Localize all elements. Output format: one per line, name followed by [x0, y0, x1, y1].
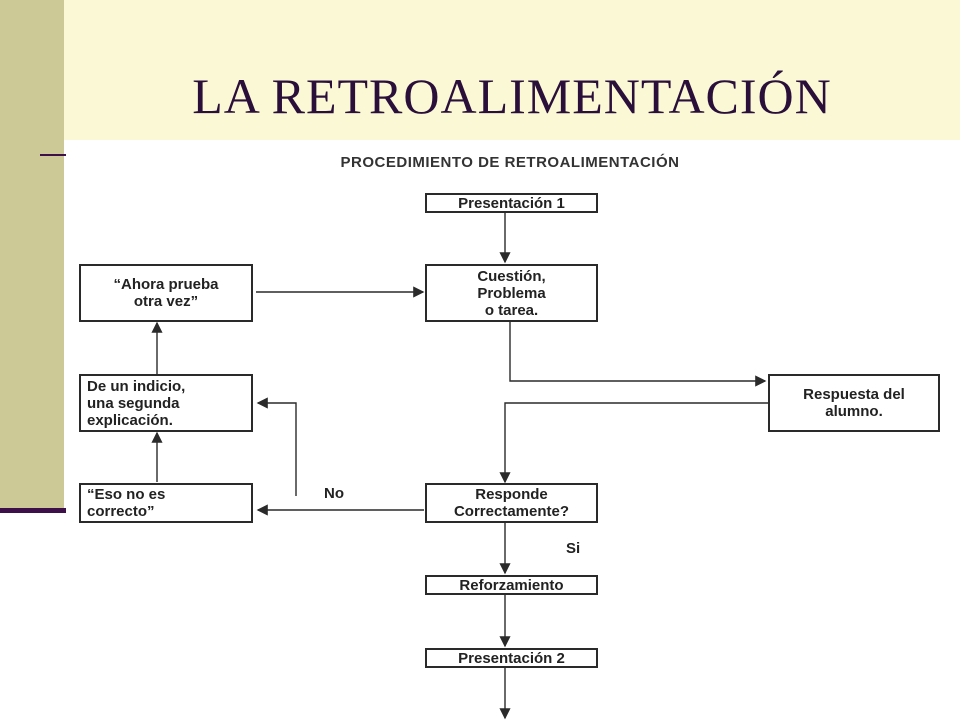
- node-presentacion-2: Presentación 2: [425, 648, 598, 668]
- node-responde-correctamente-label: Responde Correctamente?: [453, 486, 570, 520]
- edge-label-si: Si: [566, 540, 581, 557]
- node-respuesta-alumno: Respuesta del alumno.: [768, 374, 940, 432]
- node-reforzamiento: Reforzamiento: [425, 575, 598, 595]
- node-reforzamiento-label: Reforzamiento: [459, 576, 564, 594]
- top-divider-line: [40, 154, 66, 156]
- node-presentacion-1-label: Presentación 1: [458, 194, 565, 212]
- slide-title: LA RETROALIMENTACIÓN: [192, 68, 832, 124]
- node-responde-correctamente: Responde Correctamente?: [425, 483, 598, 523]
- diagram-heading: PROCEDIMIENTO DE RETROALIMENTACIÓN: [340, 154, 680, 171]
- node-cuestion: Cuestión, Problema o tarea.: [425, 264, 598, 322]
- node-presentacion-1: Presentación 1: [425, 193, 598, 213]
- node-eso-no-es-correcto: “Eso no es correcto”: [79, 483, 253, 523]
- left-decorative-band: [0, 0, 64, 510]
- node-indicio: De un indicio, una segunda explicación.: [79, 374, 253, 432]
- left-band-lower: [0, 510, 64, 720]
- node-ahora-prueba-label: “Ahora prueba otra vez”: [113, 276, 219, 310]
- node-indicio-label: De un indicio, una segunda explicación.: [87, 377, 186, 429]
- node-presentacion-2-label: Presentación 2: [458, 649, 565, 667]
- node-eso-no-es-correcto-label: “Eso no es correcto”: [87, 486, 166, 520]
- node-ahora-prueba: “Ahora prueba otra vez”: [79, 264, 253, 322]
- edge-label-no: No: [324, 485, 344, 502]
- node-respuesta-alumno-label: Respuesta del alumno.: [803, 386, 905, 420]
- title-band: [64, 0, 960, 140]
- bottom-divider-line: [0, 508, 66, 513]
- node-cuestion-label: Cuestión, Problema o tarea.: [477, 267, 546, 319]
